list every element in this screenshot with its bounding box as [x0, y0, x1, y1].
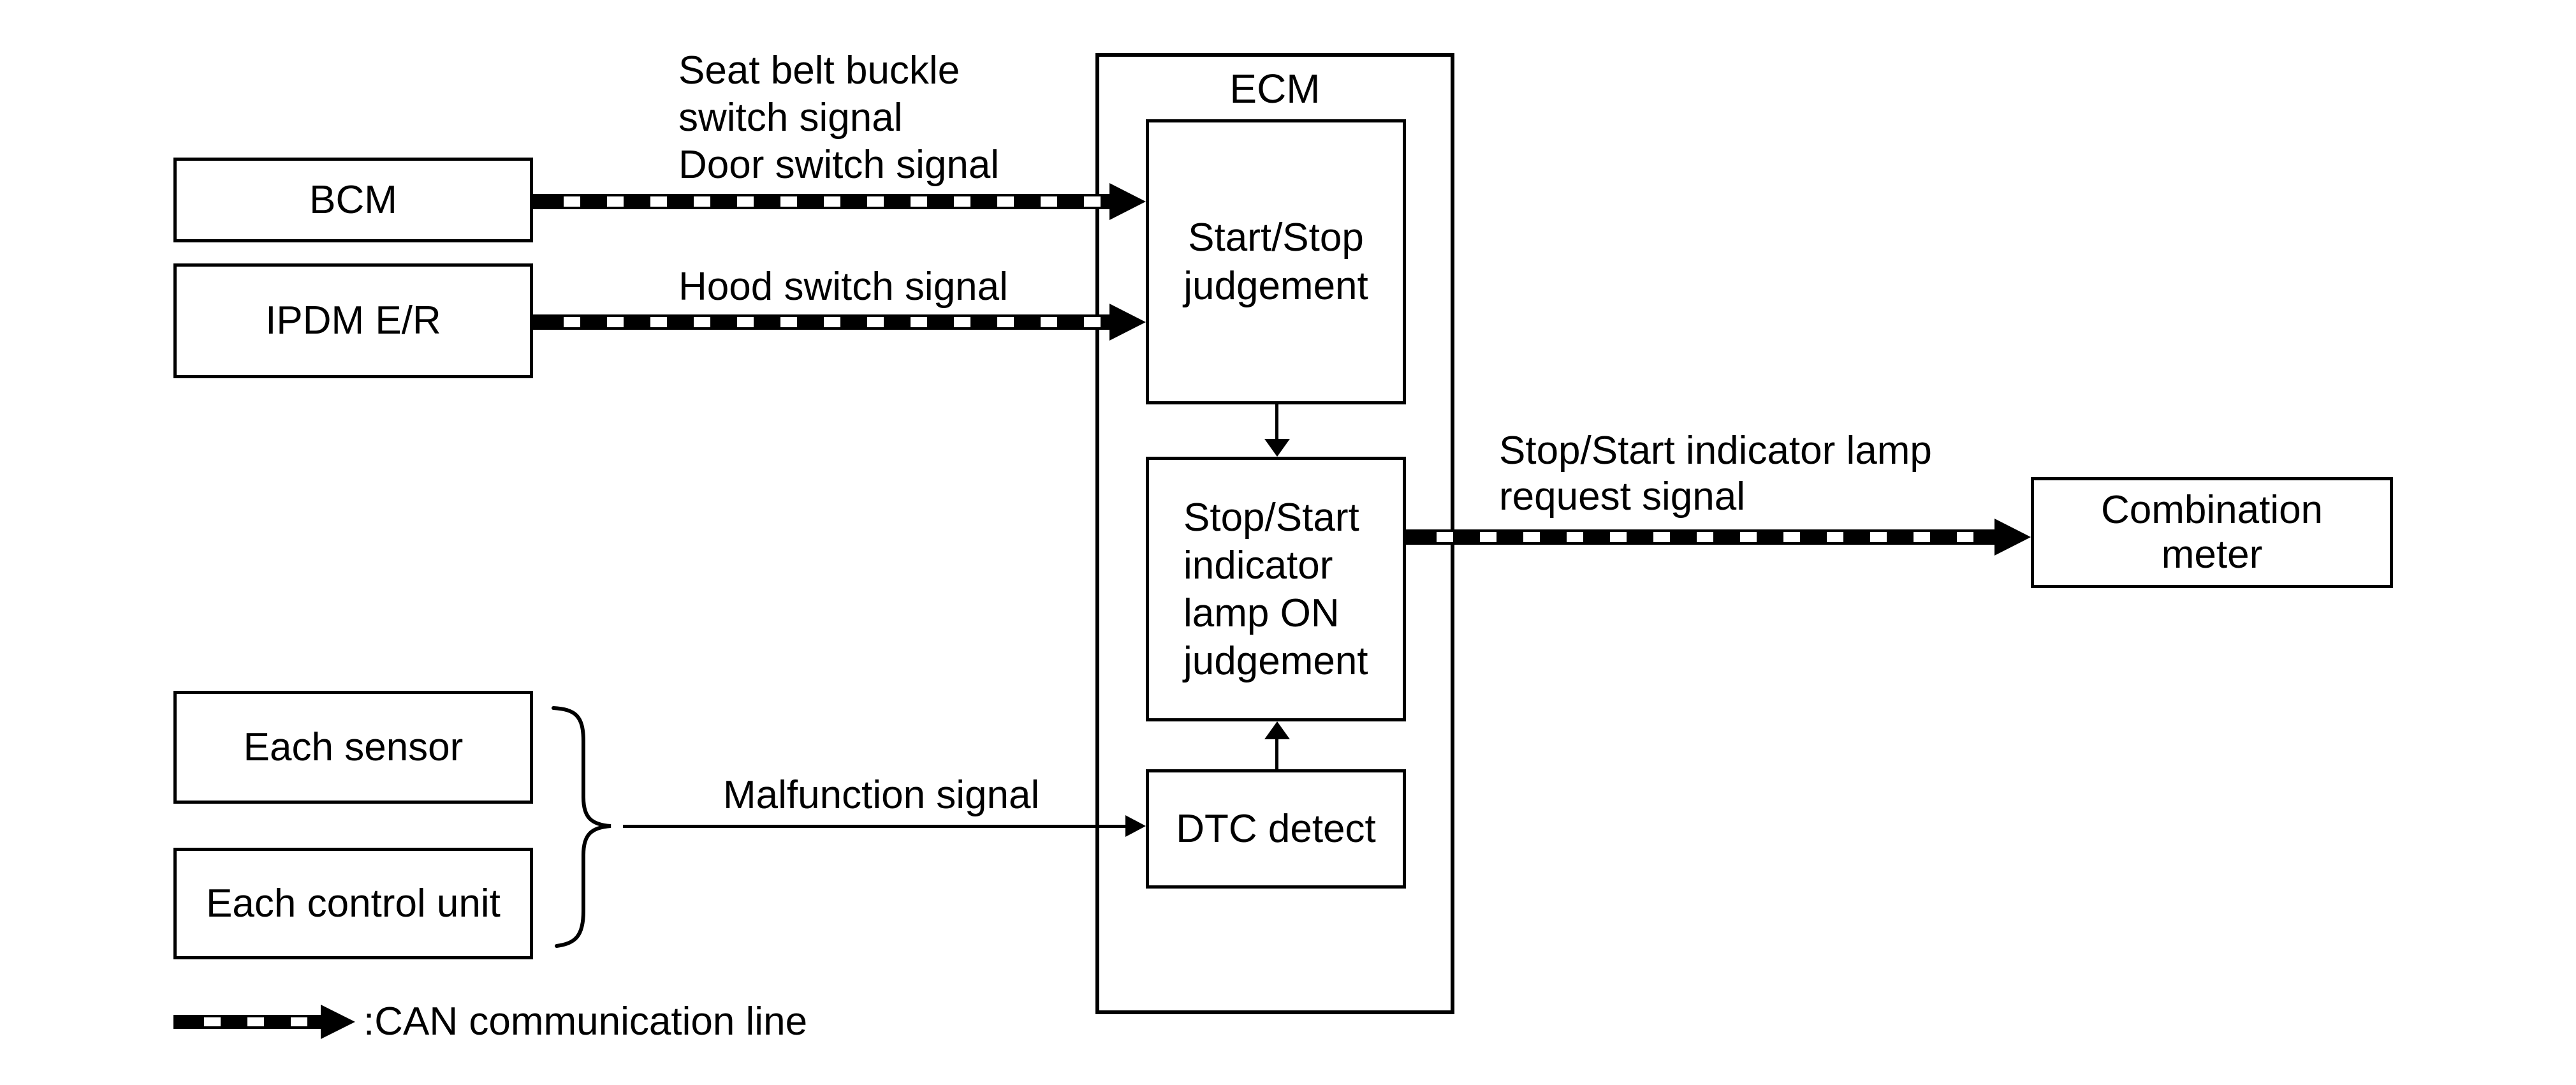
node-ecm-label: ECM	[1229, 66, 1321, 112]
label-malfunction-signal: Malfunction signal	[723, 773, 1040, 817]
node-dtc-detect: DTC detect	[1146, 769, 1406, 889]
node-bcm: BCM	[173, 158, 533, 242]
node-each-control-unit-label: Each control unit	[206, 881, 501, 926]
brace-sensors-control-units	[552, 706, 611, 948]
node-ipdm-er: IPDM E/R	[173, 263, 533, 378]
node-each-sensor-label: Each sensor	[243, 725, 464, 769]
legend-can-line-label: :CAN communication line	[363, 1000, 808, 1044]
node-ipdm-er-label: IPDM E/R	[265, 299, 441, 343]
node-indicator-lamp-on-judgement: Stop/Start indicator lamp ON judgement	[1146, 457, 1406, 721]
node-start-stop-judgement: Start/Stop judgement	[1146, 119, 1406, 404]
node-each-sensor: Each sensor	[173, 691, 533, 804]
node-combination-meter: Combination meter	[2031, 477, 2393, 588]
label-seat-belt-door-signals: Seat belt buckle switch signal Door swit…	[678, 48, 1000, 187]
node-dtc-detect-label: DTC detect	[1176, 806, 1376, 851]
node-bcm-label: BCM	[309, 177, 397, 222]
label-hood-switch-signal: Hood switch signal	[678, 265, 1008, 309]
label-indicator-lamp-request-signal: Stop/Start indicator lamp request signal	[1499, 429, 1932, 519]
node-each-control-unit: Each control unit	[173, 848, 533, 959]
